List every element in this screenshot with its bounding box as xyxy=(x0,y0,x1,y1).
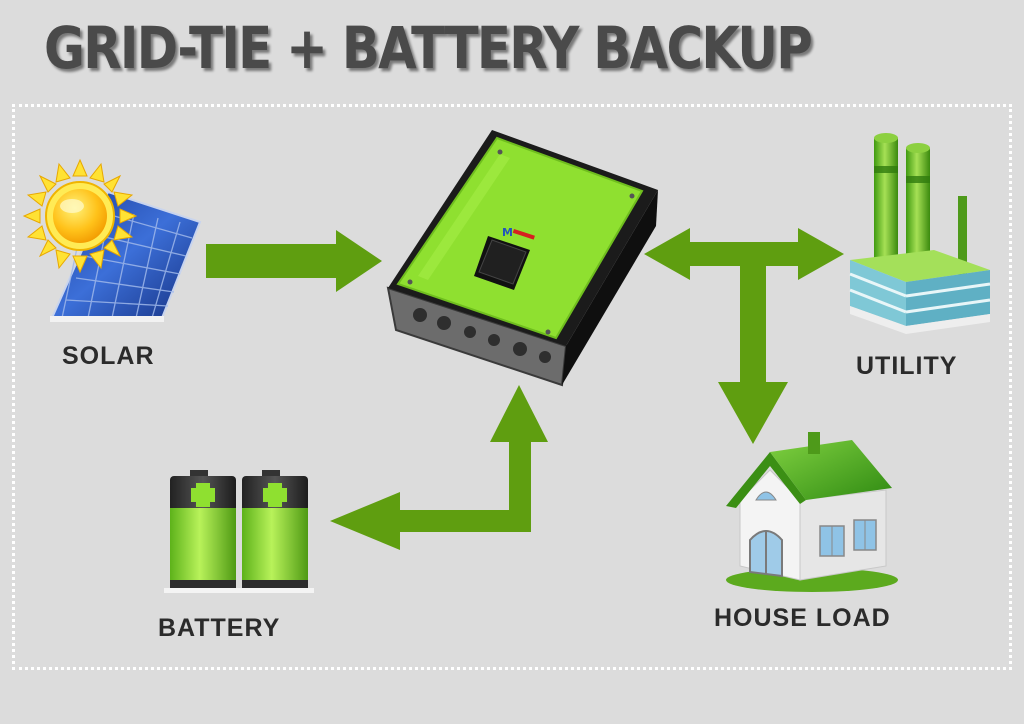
factory-icon xyxy=(849,133,991,334)
diagram-title: GRID-TIE + BATTERY BACKUP xyxy=(44,14,813,82)
battery-label: BATTERY xyxy=(158,614,281,642)
inverter-icon: M xyxy=(386,130,658,387)
house-load-label: HOUSE LOAD xyxy=(714,604,891,632)
flow-arrows xyxy=(206,228,844,550)
utility-label: UTILITY xyxy=(856,352,958,380)
arrow-to-house xyxy=(718,266,788,444)
battery-icon xyxy=(164,470,314,593)
house-icon xyxy=(726,432,898,592)
svg-text:M: M xyxy=(502,226,513,239)
solar-label: SOLAR xyxy=(62,342,155,370)
arrow-inverter-battery xyxy=(330,385,548,550)
dotted-frame xyxy=(12,104,1012,670)
arrow-solar-to-inverter xyxy=(206,230,382,292)
solar-panel-icon xyxy=(22,158,202,322)
arrow-inverter-utility xyxy=(644,228,844,280)
